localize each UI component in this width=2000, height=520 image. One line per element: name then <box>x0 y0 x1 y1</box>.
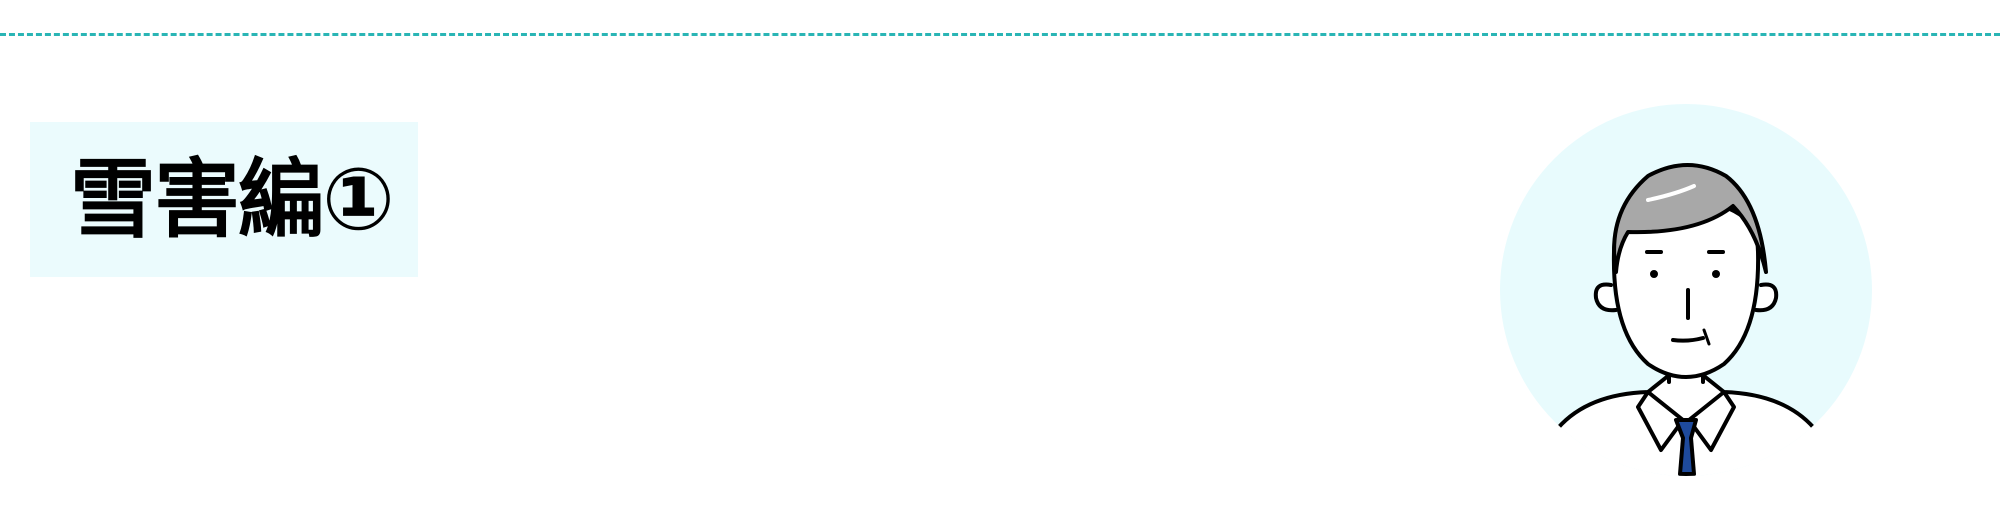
title-banner: 雪害編① <box>30 122 418 277</box>
mouth-corner <box>1702 328 1711 346</box>
hair-highlight <box>1646 184 1696 202</box>
right-eye <box>1712 270 1720 278</box>
tie <box>1674 418 1698 476</box>
left-ear <box>1593 282 1618 313</box>
collar-right <box>1687 390 1736 452</box>
top-dashed-divider <box>0 33 2000 36</box>
right-ear <box>1754 282 1779 313</box>
businessman-avatar-icon <box>1500 104 1872 476</box>
left-eye <box>1650 270 1658 278</box>
page-title: 雪害編① <box>70 149 395 250</box>
avatar <box>1498 102 1874 478</box>
mouth <box>1671 336 1705 343</box>
collar-left <box>1636 390 1685 452</box>
hair <box>1612 163 1768 274</box>
